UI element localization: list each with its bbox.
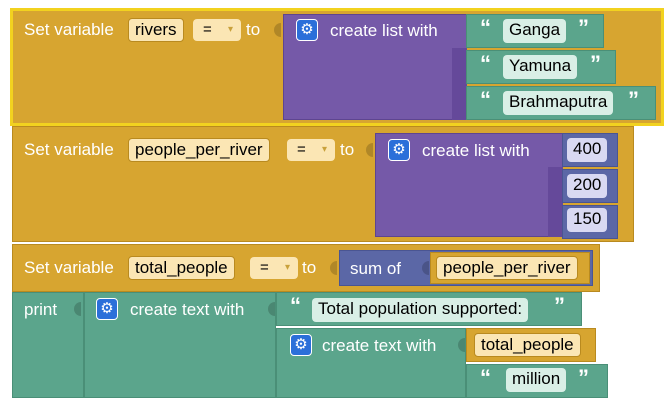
input-connector bbox=[366, 143, 373, 157]
quote-close-icon: ” bbox=[628, 87, 639, 112]
create-text-with-label: create text with bbox=[130, 300, 245, 319]
variable-name-people-per-river[interactable]: people_per_river bbox=[128, 138, 270, 162]
gear-icon[interactable]: ⚙ bbox=[290, 334, 312, 356]
create-list-with-label: create list with bbox=[330, 21, 438, 40]
to-label: to bbox=[302, 258, 317, 277]
text-value-total-population[interactable]: Total population supported: bbox=[312, 298, 529, 322]
input-connector bbox=[330, 261, 337, 275]
quote-close-icon: ” bbox=[554, 293, 565, 318]
variable-name-rivers[interactable]: rivers bbox=[128, 18, 184, 42]
to-label: to bbox=[246, 20, 261, 39]
text-value-ganga[interactable]: Ganga bbox=[503, 19, 567, 43]
text-value-million[interactable]: million bbox=[506, 368, 567, 392]
input-connector bbox=[274, 23, 281, 37]
list-input-stripe bbox=[548, 167, 563, 237]
operator-label: = bbox=[203, 21, 212, 38]
operator-label: = bbox=[260, 259, 269, 276]
print-block[interactable] bbox=[12, 292, 84, 398]
to-label: to bbox=[340, 140, 355, 159]
list-input-stripe bbox=[452, 48, 467, 120]
number-value-150[interactable]: 150 bbox=[567, 208, 608, 232]
quote-open-icon: “ bbox=[480, 51, 491, 76]
dropdown-arrow-icon: ▾ bbox=[321, 144, 327, 155]
variable-name-total-people[interactable]: total_people bbox=[128, 256, 235, 280]
quote-close-icon: ” bbox=[578, 365, 589, 390]
operator-label: = bbox=[297, 141, 306, 158]
set-variable-label: Set variable bbox=[24, 258, 114, 277]
input-connector bbox=[74, 302, 81, 316]
create-list-with-label: create list with bbox=[422, 141, 530, 160]
create-text-with-label: create text with bbox=[322, 336, 437, 355]
text-value-yamuna[interactable]: Yamuna bbox=[503, 55, 578, 79]
sum-of-label: sum of bbox=[350, 259, 402, 278]
number-value-400[interactable]: 400 bbox=[567, 138, 608, 162]
set-variable-label: Set variable bbox=[24, 140, 114, 159]
input-connector bbox=[422, 261, 429, 275]
quote-open-icon: “ bbox=[290, 293, 301, 318]
number-value-200[interactable]: 200 bbox=[567, 174, 608, 198]
gear-icon[interactable]: ⚙ bbox=[296, 19, 318, 41]
quote-open-icon: “ bbox=[480, 365, 491, 390]
quote-close-icon: ” bbox=[578, 15, 589, 40]
dropdown-arrow-icon: ▾ bbox=[284, 262, 290, 273]
quote-open-icon: “ bbox=[480, 15, 491, 40]
operator-dropdown[interactable]: = ▾ bbox=[287, 139, 335, 161]
input-connector bbox=[458, 338, 465, 352]
quote-close-icon: ” bbox=[590, 51, 601, 76]
input-connector bbox=[268, 302, 275, 316]
operator-dropdown[interactable]: = ▾ bbox=[250, 257, 298, 279]
set-variable-label: Set variable bbox=[24, 20, 114, 39]
variable-ref-people-per-river[interactable]: people_per_river bbox=[436, 256, 578, 280]
gear-icon[interactable]: ⚙ bbox=[388, 139, 410, 161]
print-label: print bbox=[24, 300, 58, 319]
variable-ref-total-people[interactable]: total_people bbox=[474, 333, 581, 357]
dropdown-arrow-icon: ▾ bbox=[227, 24, 233, 35]
gear-icon[interactable]: ⚙ bbox=[96, 298, 118, 320]
quote-open-icon: “ bbox=[480, 87, 491, 112]
operator-dropdown[interactable]: = ▾ bbox=[193, 19, 241, 41]
text-value-brahmaputra[interactable]: Brahmaputra bbox=[503, 91, 614, 115]
